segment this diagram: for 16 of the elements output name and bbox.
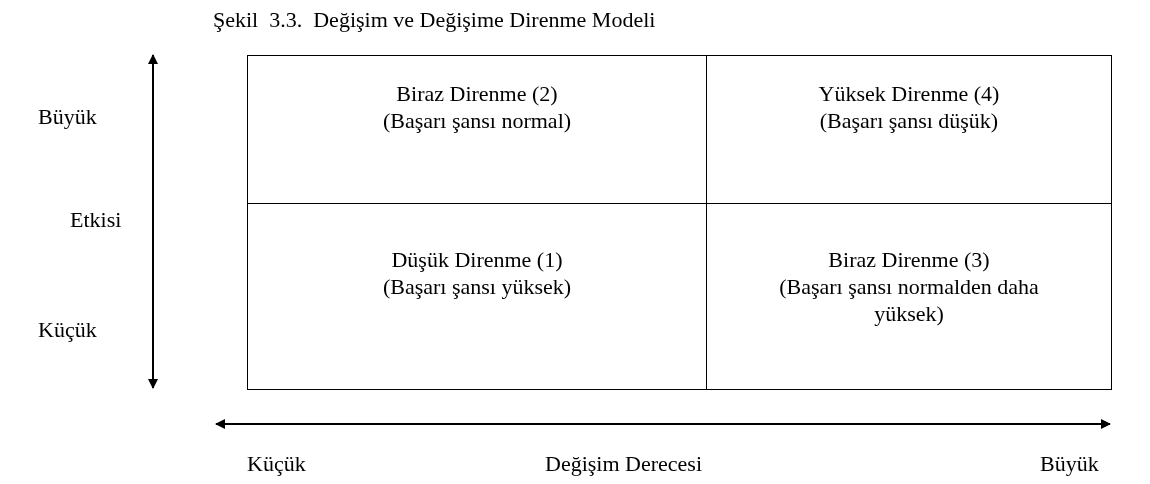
axis-label: Değişim Derecesi <box>545 450 702 477</box>
cell-heading: Biraz Direnme (3) <box>828 246 990 273</box>
axis-label: Küçük <box>38 316 97 343</box>
cell-heading: Düşük Direnme (1) <box>391 246 563 273</box>
matrix-cell <box>248 56 707 204</box>
cell-text: (Başarı şansı normal) <box>382 107 572 134</box>
axis-label: Etkisi <box>70 206 122 233</box>
axis-label: Büyük <box>1040 450 1099 477</box>
figure-title: Şekil 3.3. Değişim ve Değişime Direnme Modeli <box>213 6 656 33</box>
axis-label: Büyük <box>38 103 97 130</box>
cell-text: (Başarı şansı düşük) <box>819 107 999 134</box>
cell-heading: Yüksek Direnme (4) <box>818 80 1000 107</box>
cell-text: (Başarı şansı normalden daha yüksek) <box>778 273 1040 327</box>
axis-label: Küçük <box>247 450 306 477</box>
cell-text: (Başarı şansı yüksek) <box>382 273 572 300</box>
cell-heading: Biraz Direnme (2) <box>396 80 558 107</box>
